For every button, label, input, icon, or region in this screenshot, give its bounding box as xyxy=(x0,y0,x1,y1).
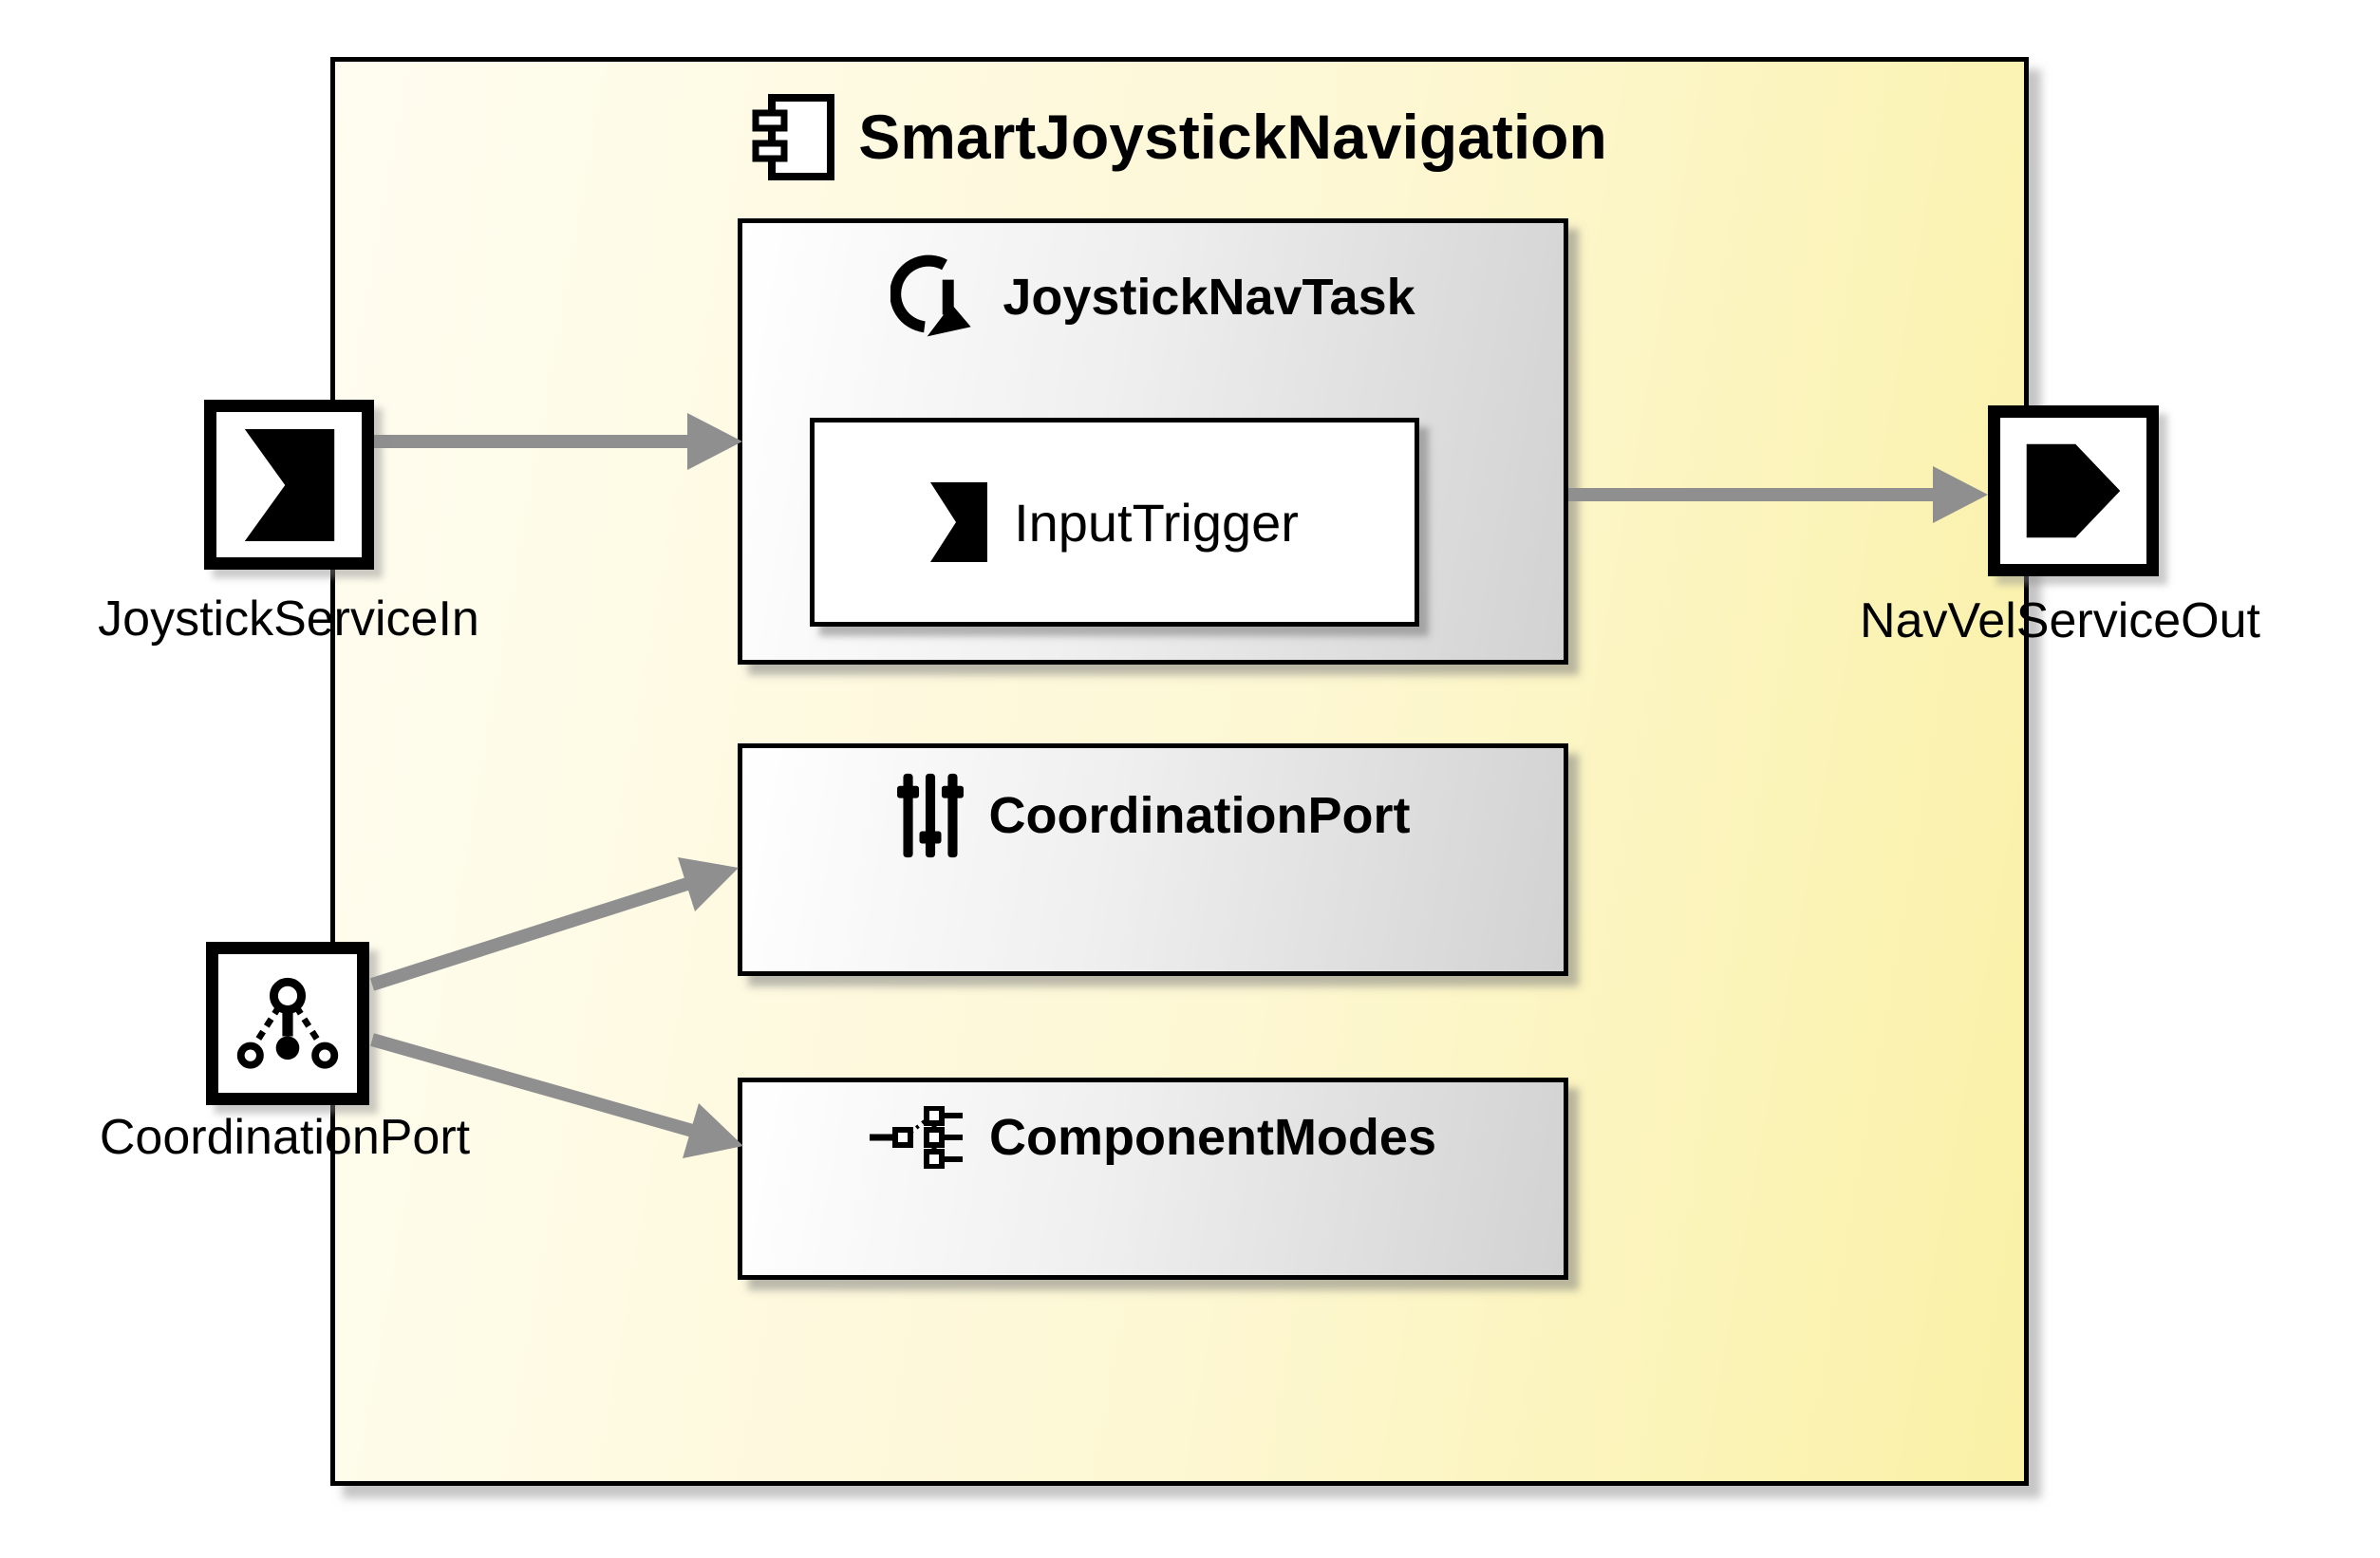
sliders-icon xyxy=(896,773,964,858)
componentmodes-header: ComponentModes xyxy=(742,1082,1564,1169)
port-joystickservicein[interactable] xyxy=(204,400,374,570)
output-service-port-icon xyxy=(2026,443,2121,538)
box-joysticknavtask[interactable]: JoystickNavTask InputTrigger xyxy=(738,218,1568,665)
component-smart-joystick-navigation[interactable]: SmartJoystickNavigation JoystickNavTask … xyxy=(330,57,2029,1486)
input-service-port-icon xyxy=(244,428,334,541)
box-componentmodes[interactable]: ComponentModes xyxy=(738,1078,1568,1280)
component-title: SmartJoystickNavigation xyxy=(858,102,1607,172)
componentmodes-label: ComponentModes xyxy=(989,1109,1436,1166)
coordinationport-box-label: CoordinationPort xyxy=(988,787,1411,844)
trigger-flag-icon xyxy=(930,482,988,562)
box-inputtrigger[interactable]: InputTrigger xyxy=(810,418,1419,627)
port-coordinationport[interactable] xyxy=(206,942,369,1105)
coordinationport-header: CoordinationPort xyxy=(742,748,1564,859)
inputtrigger-label: InputTrigger xyxy=(1014,492,1299,553)
modes-tree-icon xyxy=(870,1106,963,1169)
port-navvelserviceout[interactable] xyxy=(1988,405,2159,576)
loop-arrow-icon xyxy=(890,254,971,337)
uml-component-icon xyxy=(752,94,835,180)
component-title-row: SmartJoystickNavigation xyxy=(335,92,2024,181)
coordination-tree-port-icon xyxy=(236,977,339,1069)
joysticknavtask-header: JoystickNavTask xyxy=(742,223,1564,343)
joysticknavtask-label: JoystickNavTask xyxy=(1003,269,1415,326)
box-coordinationport[interactable]: CoordinationPort xyxy=(738,743,1568,976)
